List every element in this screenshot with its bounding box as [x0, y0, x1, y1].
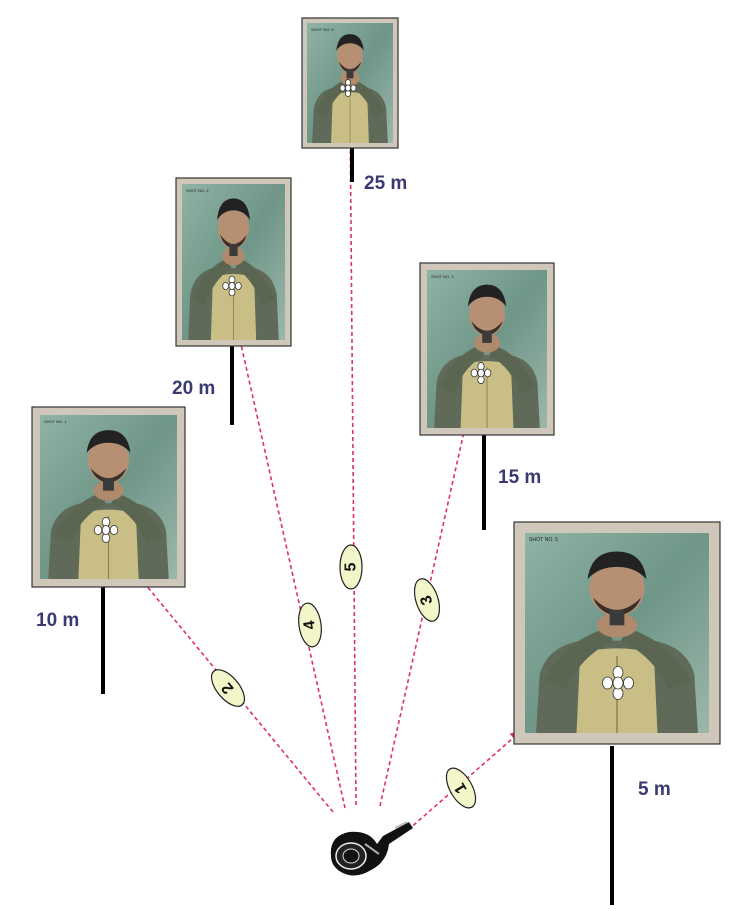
path-oval-1: 1: [445, 767, 477, 809]
bullet-hit: [612, 676, 624, 690]
path-number-ovals: 1 2 3 4 5: [210, 544, 477, 809]
bullet-hit: [470, 368, 478, 378]
target-4: SHOT NO. 4: [175, 177, 292, 425]
target-5: SHOT NO. 5: [301, 17, 399, 182]
target-plate-text: SHOT NO. 5: [529, 537, 558, 543]
bullet-hit: [234, 281, 242, 290]
bullet-hit: [477, 368, 485, 378]
distance-label-4: 20 m: [172, 378, 216, 399]
path-number: 5: [343, 562, 360, 571]
handgun-shooter-icon: [330, 821, 413, 876]
shot-path-5: [344, 109, 357, 806]
bullet-hit: [93, 525, 103, 535]
shot-path-4: [232, 319, 346, 809]
bullet-hit: [350, 84, 357, 92]
target-photo: [525, 533, 709, 733]
target-photo: [427, 270, 547, 428]
bullet-hit: [222, 281, 230, 290]
targets: SHOT NO. 5 SHOT NO. 1 SHOT NO. 3 SHOT NO. 4…: [31, 17, 721, 905]
path-oval-3: 3: [413, 578, 441, 622]
path-number: 4: [301, 619, 319, 630]
target-plate-text: SHOT NO. 1: [44, 419, 67, 424]
bullet-hit: [623, 676, 634, 690]
target-photo: [182, 184, 285, 340]
target-plate-text: SHOT NO. 4: [186, 188, 209, 193]
bullet-hit: [344, 84, 351, 92]
target-3: SHOT NO. 3: [419, 262, 555, 530]
target-plate-text: SHOT NO. 3: [431, 274, 454, 279]
path-oval-4: 4: [298, 602, 322, 648]
distance-label-2: 10 m: [36, 610, 80, 631]
target-photo: [40, 415, 177, 579]
shot-path-1: [407, 730, 522, 831]
bullet-hit: [109, 525, 119, 535]
path-oval-5: 5: [339, 544, 363, 590]
distance-label-5: 25 m: [364, 173, 408, 194]
bullet-hit: [101, 525, 111, 535]
distance-label-3: 15 m: [498, 467, 542, 488]
target-2: SHOT NO. 1: [31, 406, 186, 694]
target-plate-text: SHOT NO. 5: [311, 27, 334, 32]
bullet-hit: [228, 281, 236, 290]
target-1: SHOT NO. 5: [513, 521, 721, 905]
path-oval-2: 2: [210, 669, 246, 707]
bullet-hit: [484, 368, 492, 378]
bullet-hit: [339, 84, 346, 92]
bullet-hit: [602, 676, 613, 690]
distance-label-1: 5 m: [638, 779, 671, 800]
